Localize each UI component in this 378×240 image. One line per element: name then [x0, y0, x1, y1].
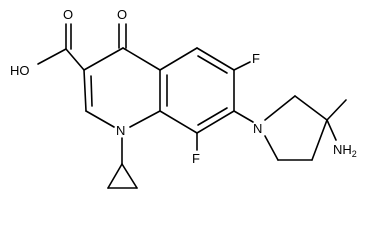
aminomethyl-pyrrolidine-group	[264, 95, 347, 161]
bond-c5-c6-inner	[197, 55, 228, 74]
bond-n1-c2	[85, 110, 115, 128]
bond-cp-1	[107, 163, 123, 189]
chemical-structure-diagram: HO O O F F N N NH2	[10, 7, 357, 189]
cyclopropyl-group	[107, 137, 138, 189]
bond-c2-c3-inner	[90, 75, 93, 107]
benzo-ring	[159, 47, 254, 151]
bond-c8-c8a	[159, 110, 198, 134]
pyridone-ring	[83, 23, 161, 128]
acid-oxygen-label: O	[63, 7, 73, 22]
amine-base-text: NH	[333, 142, 352, 157]
bond-cquat-nh2	[326, 119, 337, 141]
bond-ch2c-npyrr	[264, 135, 279, 161]
bond-c4-c4a	[122, 47, 161, 71]
bond-cp-3	[121, 163, 138, 189]
bond-npyrr-ch2a	[264, 95, 296, 121]
amine-label: NH2	[333, 142, 357, 159]
fluorine-8-label: F	[192, 151, 200, 166]
bond-c5-c6	[196, 47, 235, 71]
bond-cooh-oh	[37, 48, 67, 65]
bond-c3-c4	[83, 47, 124, 71]
bond-c4a-c5	[159, 47, 198, 71]
hydroxyl-label: HO	[10, 63, 30, 78]
bond-cquat-ch2b	[311, 119, 328, 161]
bond-c8a-n1	[129, 110, 161, 128]
fluorine-6-label: F	[252, 51, 260, 66]
bond-c3-cooh	[65, 48, 85, 71]
pyrrolidine-nitrogen-label: N	[253, 121, 262, 136]
bond-c2-c3	[83, 69, 87, 112]
bond-c6-f	[233, 61, 251, 71]
bond-c7-c8-inner	[197, 107, 228, 126]
carboxylic-acid-group	[37, 23, 85, 71]
nitrogen-1-label: N	[116, 123, 125, 138]
bond-c7-c8	[196, 110, 235, 134]
bond-cquat-methyl	[326, 99, 347, 121]
bond-c7-npyrr	[233, 110, 254, 123]
carbonyl-oxygen-label: O	[117, 7, 127, 22]
amine-subscript: 2	[352, 149, 357, 159]
bond-ch2a-cquat	[294, 95, 328, 121]
